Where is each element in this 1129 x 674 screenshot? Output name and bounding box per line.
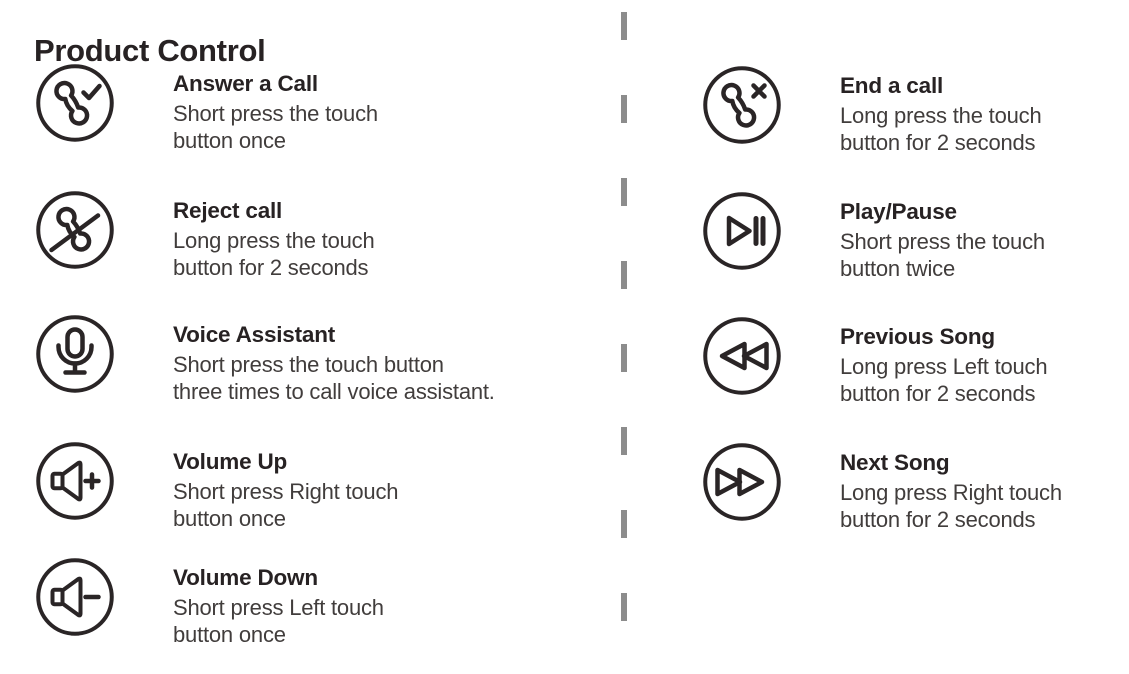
reject-call-icon [35, 190, 115, 270]
control-item: Play/Pause Short press the touch button … [702, 191, 1045, 282]
control-item-text: Volume Down Short press Left touch butto… [173, 564, 384, 648]
control-item-title: Volume Up [173, 449, 288, 474]
volume-down-icon [35, 557, 115, 637]
dashed-divider [621, 12, 627, 629]
control-item: Next Song Long press Right touch button … [702, 442, 1062, 533]
answer-call-icon [35, 63, 115, 143]
control-item-text: Previous Song Long press Left touch butt… [840, 323, 1048, 407]
control-item: End a call Long press the touch button f… [702, 65, 1042, 156]
control-item-description: Long press the touch button for 2 second… [173, 228, 375, 280]
control-item-title: Previous Song [840, 324, 995, 349]
control-item-text: Reject call Long press the touch button … [173, 197, 375, 281]
control-item: Answer a Call Short press the touch butt… [35, 63, 378, 154]
control-item-text: Answer a Call Short press the touch butt… [173, 70, 378, 154]
control-item-description: Short press the touch button once [173, 101, 378, 153]
control-item-title: Next Song [840, 450, 950, 475]
page-title: Product Control [34, 32, 266, 68]
control-item: Volume Up Short press Right touch button… [35, 441, 398, 532]
control-item-description: Short press the touch button three times… [173, 352, 495, 404]
control-item-title: End a call [840, 73, 944, 98]
control-item: Voice Assistant Short press the touch bu… [35, 314, 495, 405]
control-item-description: Long press Right touch button for 2 seco… [840, 480, 1062, 532]
control-item: Reject call Long press the touch button … [35, 190, 375, 281]
control-item-text: Volume Up Short press Right touch button… [173, 448, 398, 532]
control-item-description: Long press Left touch button for 2 secon… [840, 354, 1048, 406]
control-item-title: Answer a Call [173, 71, 318, 96]
control-item-description: Short press Left touch button once [173, 595, 384, 647]
play-pause-icon [702, 191, 782, 271]
control-item: Volume Down Short press Left touch butto… [35, 557, 384, 648]
control-item-title: Play/Pause [840, 199, 957, 224]
control-item-text: Play/Pause Short press the touch button … [840, 198, 1045, 282]
control-item-description: Long press the touch button for 2 second… [840, 103, 1042, 155]
next-song-icon [702, 442, 782, 522]
voice-assistant-icon [35, 314, 115, 394]
control-item-title: Volume Down [173, 565, 318, 590]
control-item-title: Voice Assistant [173, 322, 336, 347]
control-item-description: Short press the touch button twice [840, 229, 1045, 281]
previous-song-icon [702, 316, 782, 396]
control-item-description: Short press Right touch button once [173, 479, 399, 531]
end-call-icon [702, 65, 782, 145]
control-item: Previous Song Long press Left touch butt… [702, 316, 1048, 407]
volume-up-icon [35, 441, 115, 521]
control-item-text: Next Song Long press Right touch button … [840, 449, 1062, 533]
control-item-text: End a call Long press the touch button f… [840, 72, 1042, 156]
control-item-title: Reject call [173, 198, 283, 223]
control-item-text: Voice Assistant Short press the touch bu… [173, 321, 495, 405]
